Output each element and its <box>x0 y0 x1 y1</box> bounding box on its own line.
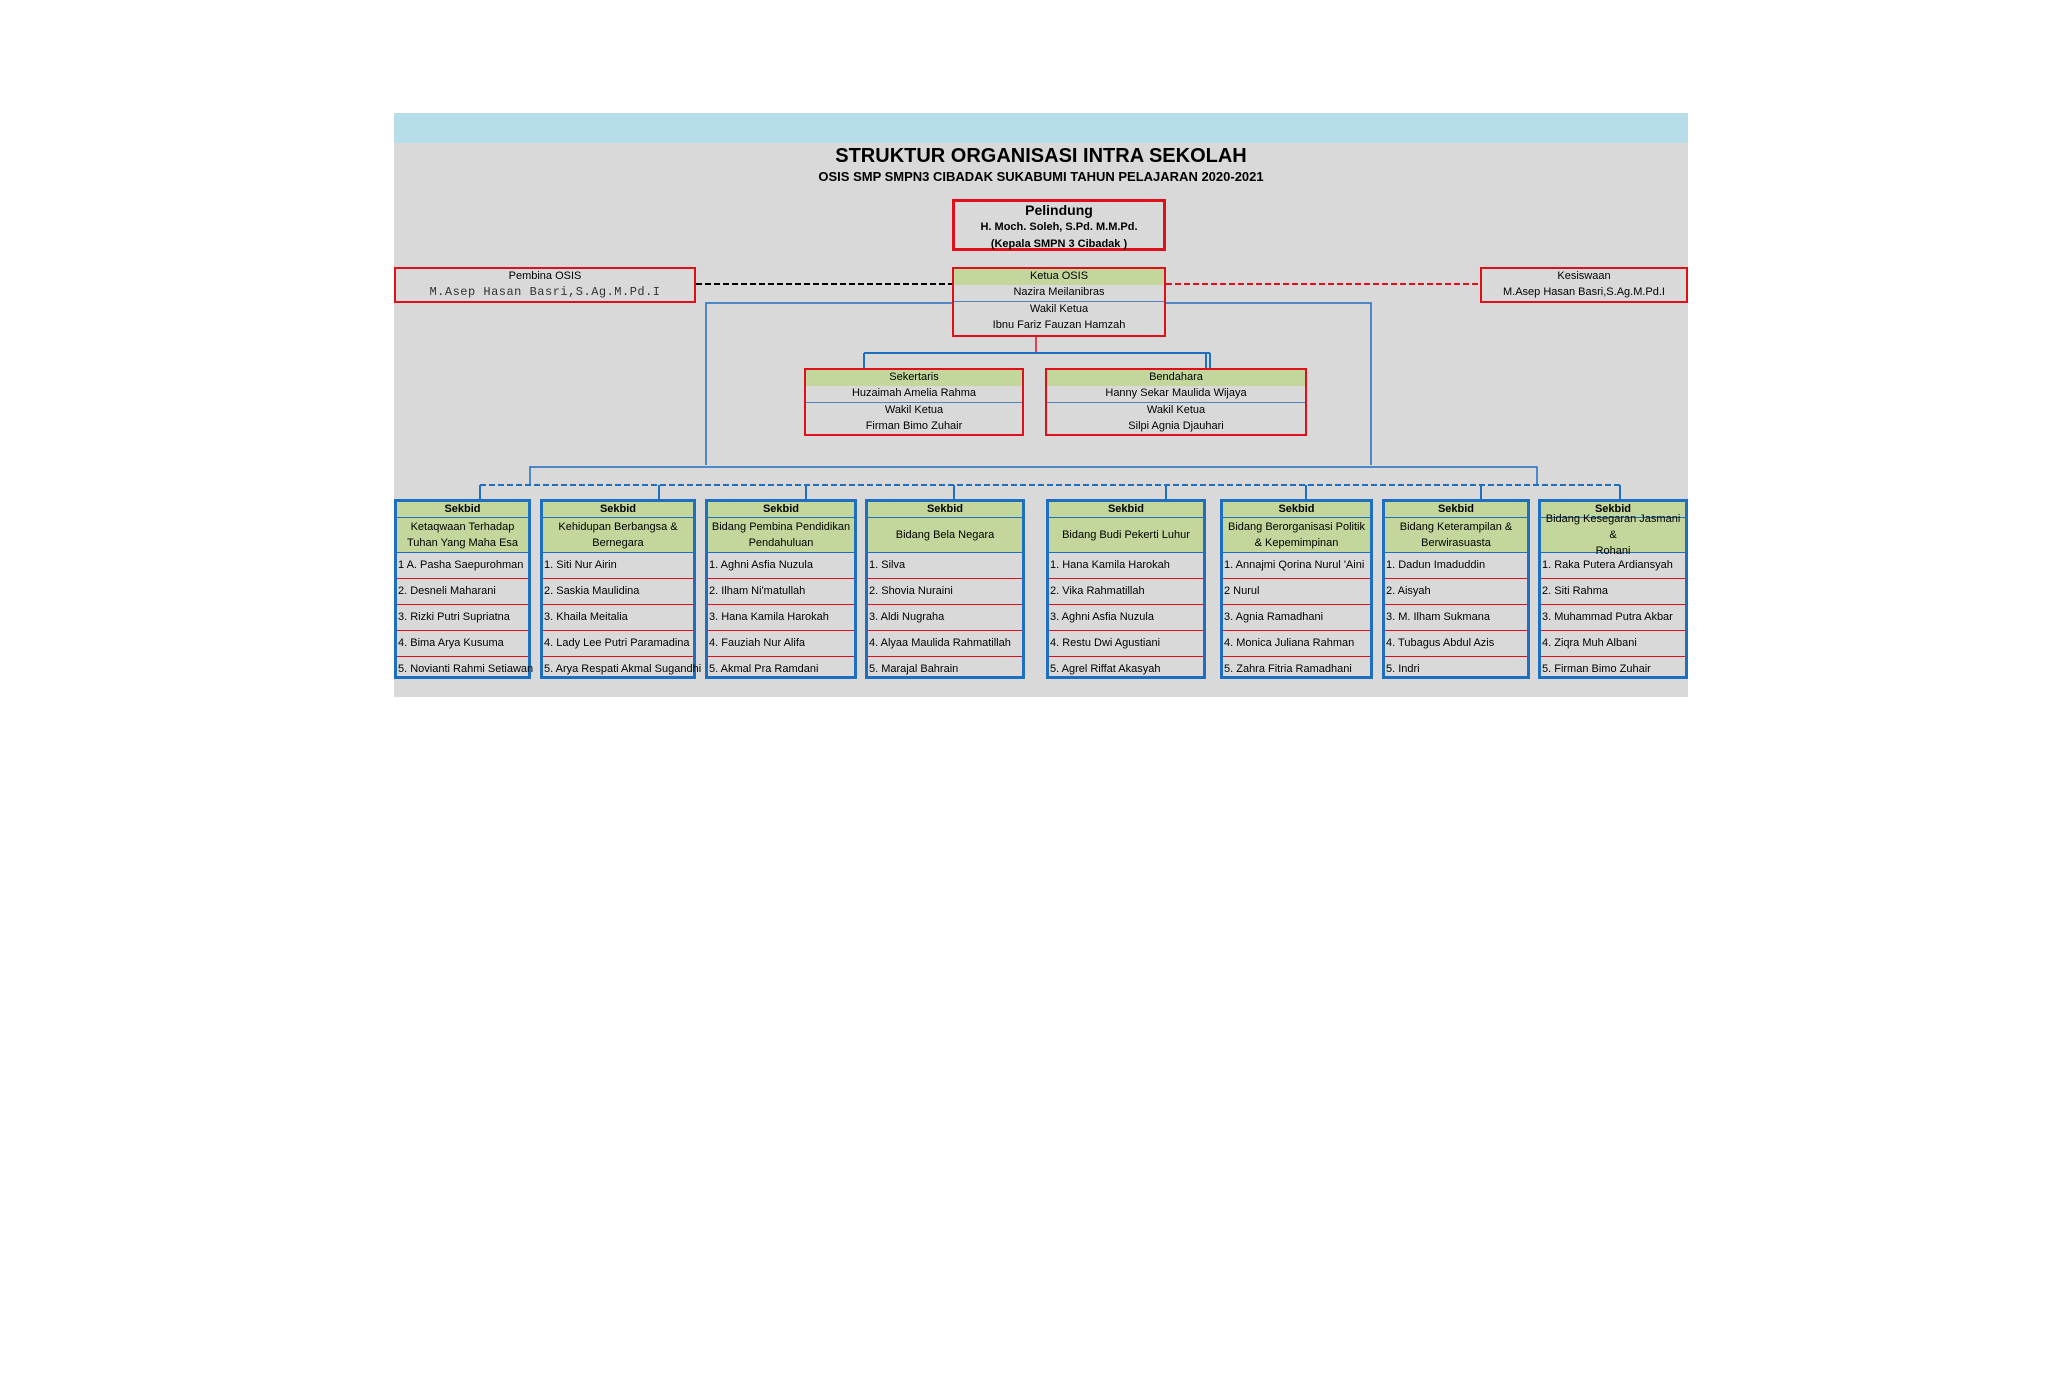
sekbid-member: 4. Ziqra Muh Albani <box>1541 631 1685 657</box>
bendahara-box: Bendahara Hanny Sekar Maulida Wijaya Wak… <box>1045 368 1307 436</box>
sekbid-column: Sekbid Kehidupan Berbangsa &Bernegara 1.… <box>540 499 702 679</box>
sekbid-member: 4. Bima Arya Kusuma <box>397 631 528 657</box>
sekbid-member: 3. Rizki Putri Supriatna <box>397 605 528 631</box>
sekbid-member: 2. Desneli Maharani <box>397 579 528 605</box>
sekbid-member: 5. Zahra Fitria Ramadhani <box>1224 663 1352 675</box>
pembina-role: Pembina OSIS <box>508 270 582 282</box>
sekertaris-box: Sekertaris Huzaimah Amelia Rahma Wakil K… <box>804 368 1024 436</box>
sekbid-member: 4. Tubagus Abdul Azis <box>1385 631 1527 657</box>
sekbid-member: 3. Aghni Asfia Nuzula <box>1049 605 1203 631</box>
sekertaris-deputy-name: Firman Bimo Zuhair <box>865 420 963 432</box>
sekbid-member: 5. Akmal Pra Ramdani <box>709 663 819 675</box>
sekbid-label: Sekbid <box>708 502 854 518</box>
sekbid-name: Bidang Bela Negara <box>868 518 1022 553</box>
sekbid-name: Bidang Kesegaran Jasmani &Rohani <box>1541 513 1685 557</box>
sekbid-member: 1. Siti Nur Airin <box>543 553 693 579</box>
sekbid-member: 4. Lady Lee Putri Paramadina <box>543 631 693 657</box>
ketua-deputy-name: Ibnu Fariz Fauzan Hamzah <box>992 319 1126 331</box>
sekbid-member: 1. Annajmi Qorina Nurul 'Aini <box>1223 553 1370 579</box>
sekbid-member: 3. Khaila Meitalia <box>543 605 693 631</box>
bendahara-role: Bendahara <box>1047 370 1305 386</box>
connector-lines <box>479 283 1621 499</box>
bendahara-deputy-name: Silpi Agnia Djauhari <box>1128 420 1224 432</box>
ketua-box: Ketua OSIS Nazira Meilanibras Wakil Ketu… <box>952 267 1166 337</box>
ketua-deputy-role: Wakil Ketua <box>1029 303 1089 315</box>
sekbid-member: 2 Nurul <box>1223 579 1370 605</box>
org-chart: STRUKTUR ORGANISASI INTRA SEKOLAH OSIS S… <box>394 113 1688 697</box>
sekbid-member: 3. Hana Kamila Harokah <box>708 605 854 631</box>
sekbid-member: 5. Firman Bimo Zuhair <box>1542 663 1651 675</box>
sekbid-member: 5. Agrel Riffat Akasyah <box>1050 663 1161 675</box>
bendahara-deputy-role: Wakil Ketua <box>1146 404 1206 416</box>
ketua-name: Nazira Meilanibras <box>954 285 1164 302</box>
pelindung-name: H. Moch. Soleh, S.Pd. M.M.Pd. <box>980 221 1138 233</box>
ketua-role: Ketua OSIS <box>954 269 1164 285</box>
sekbid-member: 5. Indri <box>1386 663 1420 675</box>
sekbid-name: Bidang Keterampilan &Berwirasuasta <box>1385 518 1527 553</box>
sekbid-label: Sekbid <box>1541 502 1685 518</box>
sekbid-member: 2. Ilham Ni'matullah <box>708 579 854 605</box>
sekbid-label: Sekbid <box>543 502 693 518</box>
sekbid-member: 3. M. Ilham Sukmana <box>1385 605 1527 631</box>
sekbid-member: 4. Restu Dwi Agustiani <box>1049 631 1203 657</box>
sekbid-column: Sekbid Bidang Berorganisasi Politik& Kep… <box>1220 499 1373 679</box>
pelindung-role: Pelindung <box>1025 202 1093 218</box>
sekbid-name: Bidang Budi Pekerti Luhur <box>1049 518 1203 553</box>
sekbid-label: Sekbid <box>868 502 1022 518</box>
sekbid-member: 2. Siti Rahma <box>1541 579 1685 605</box>
sekbid-member: 4. Alyaa Maulida Rahmatillah <box>868 631 1022 657</box>
sekbid-member: 2. Saskia Maulidina <box>543 579 693 605</box>
sekbid-member: 5. Arya Respati Akmal Sugandhi <box>544 663 702 675</box>
sekbid-member: 4. Monica Juliana Rahman <box>1223 631 1370 657</box>
sekbid-name: Bidang Berorganisasi Politik& Kepemimpin… <box>1223 518 1370 553</box>
sekbid-column: Sekbid Bidang Kesegaran Jasmani &Rohani … <box>1538 499 1688 679</box>
sekbid-column: Sekbid Bidang Budi Pekerti Luhur 1. Hana… <box>1046 499 1206 679</box>
sekbid-member: 1. Raka Putera Ardiansyah <box>1541 553 1685 579</box>
sekbid-member: 3. Agnia Ramadhani <box>1223 605 1370 631</box>
sekbid-member: 4. Fauziah Nur Alifa <box>708 631 854 657</box>
pembina-name: M.Asep Hasan Basri,S.Ag.M.Pd.I <box>429 285 661 299</box>
sekbid-label: Sekbid <box>1385 502 1527 518</box>
sekbid-name: Kehidupan Berbangsa &Bernegara <box>543 518 693 553</box>
sekertaris-deputy-role: Wakil Ketua <box>884 404 944 416</box>
sekbid-member: 2. Shovia Nuraini <box>868 579 1022 605</box>
sekbid-member: 1. Dadun Imaduddin <box>1385 553 1527 579</box>
sekbid-member: 1. Aghni Asfia Nuzula <box>708 553 854 579</box>
sekbid-member: 3. Muhammad Putra Akbar <box>1541 605 1685 631</box>
sekbid-label: Sekbid <box>1223 502 1370 518</box>
pembina-box: Pembina OSIS M.Asep Hasan Basri,S.Ag.M.P… <box>394 267 696 303</box>
sekbid-column: Sekbid Bidang Bela Negara 1. Silva 2. Sh… <box>865 499 1025 679</box>
sekbid-label: Sekbid <box>1049 502 1203 518</box>
kesiswaan-name: M.Asep Hasan Basri,S.Ag.M.Pd.I <box>1502 286 1665 298</box>
sekbid-member: 5. Novianti Rahmi Setiawan <box>398 663 534 675</box>
sekbid-label: Sekbid <box>397 502 528 518</box>
chart-subtitle: OSIS SMP SMPN3 CIBADAK SUKABUMI TAHUN PE… <box>818 169 1264 184</box>
sekbid-member: 1. Silva <box>868 553 1022 579</box>
sekbid-column: Sekbid Bidang Keterampilan &Berwirasuast… <box>1382 499 1530 679</box>
kesiswaan-role: Kesiswaan <box>1557 270 1611 282</box>
kesiswaan-box: Kesiswaan M.Asep Hasan Basri,S.Ag.M.Pd.I <box>1480 267 1688 303</box>
bendahara-name: Hanny Sekar Maulida Wijaya <box>1047 386 1305 403</box>
pelindung-box: Pelindung H. Moch. Soleh, S.Pd. M.M.Pd. … <box>952 199 1166 251</box>
sekbid-member: 5. Marajal Bahrain <box>869 663 959 675</box>
chart-title: STRUKTUR ORGANISASI INTRA SEKOLAH <box>835 145 1247 167</box>
sekbid-member: 2. Aisyah <box>1385 579 1527 605</box>
top-band <box>394 113 1688 143</box>
pelindung-note: (Kepala SMPN 3 Cibadak ) <box>990 238 1128 250</box>
sekbid-member: 3. Aldi Nugraha <box>868 605 1022 631</box>
sekbid-member: 2. Vika Rahmatillah <box>1049 579 1203 605</box>
sekertaris-name: Huzaimah Amelia Rahma <box>806 386 1022 403</box>
sekertaris-role: Sekertaris <box>806 370 1022 386</box>
sekbid-member: 1 A. Pasha Saepurohman <box>397 553 528 579</box>
sekbid-member: 1. Hana Kamila Harokah <box>1049 553 1203 579</box>
